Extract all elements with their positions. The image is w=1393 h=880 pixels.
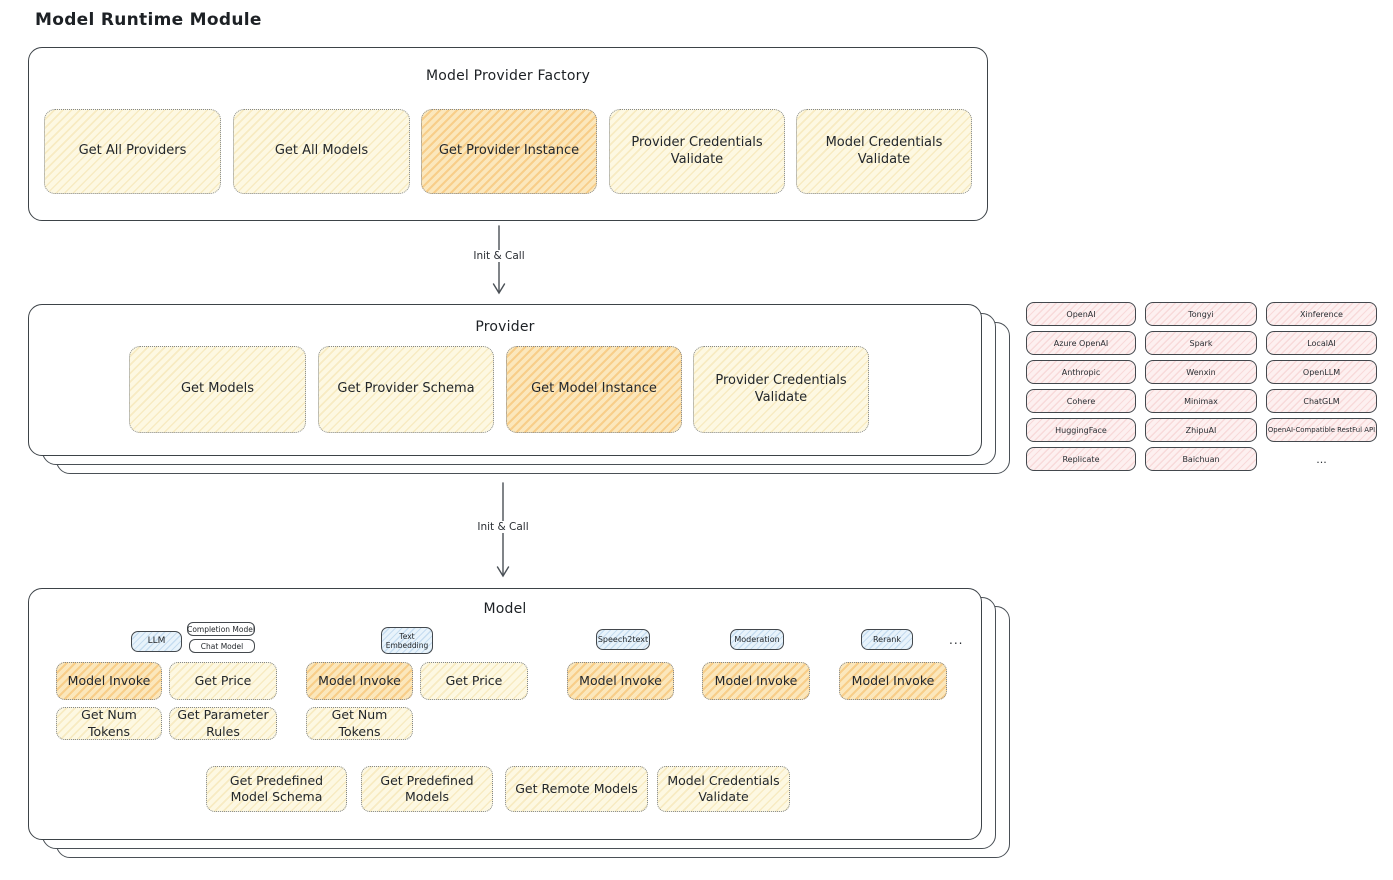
vendor-pill-baichuan: Baichuan bbox=[1145, 447, 1257, 471]
vendor-pill-openai-compatible-restful-api: OpenAI-Compatible RestFul API bbox=[1266, 418, 1377, 442]
model-box-embedding-model-invoke: Model Invoke bbox=[306, 662, 413, 700]
arrow-label-init-call-2: Init & Call bbox=[473, 521, 533, 533]
model-box-llm-get-price: Get Price bbox=[169, 662, 277, 700]
model-box-embedding-get-num-tokens: Get Num Tokens bbox=[306, 707, 413, 740]
tag-llm: LLM bbox=[131, 631, 182, 652]
tag-speech2text: Speech2text bbox=[596, 629, 650, 650]
model-box-embedding-get-price: Get Price bbox=[420, 662, 528, 700]
provider-box-provider-credentials-validate: Provider Credentials Validate bbox=[693, 346, 869, 433]
vendor-pill-zhipuai: ZhipuAI bbox=[1145, 418, 1257, 442]
provider-panel: Provider Get Models Get Provider Schema … bbox=[28, 304, 982, 456]
arrow-label-init-call-1: Init & Call bbox=[469, 250, 529, 262]
model-box-get-remote-models: Get Remote Models bbox=[505, 766, 648, 812]
vendor-pill-huggingface: HuggingFace bbox=[1026, 418, 1136, 442]
factory-box-provider-credentials-validate: Provider Credentials Validate bbox=[609, 109, 785, 194]
tag-rerank: Rerank bbox=[861, 629, 913, 650]
vendor-pill-spark: Spark bbox=[1145, 331, 1257, 355]
model-box-model-credentials-validate: Model Credentials Validate bbox=[657, 766, 790, 812]
vendor-pill-replicate: Replicate bbox=[1026, 447, 1136, 471]
factory-box-get-provider-instance: Get Provider Instance bbox=[421, 109, 597, 194]
model-box-llm-get-parameter-rules: Get Parameter Rules bbox=[169, 707, 277, 740]
factory-panel: Model Provider Factory Get All Providers… bbox=[28, 47, 988, 221]
model-box-llm-get-num-tokens: Get Num Tokens bbox=[56, 707, 162, 740]
vendor-pill-azure-openai: Azure OpenAI bbox=[1026, 331, 1136, 355]
vendor-pill-xinference: Xinference bbox=[1266, 302, 1377, 326]
tags-more-ellipsis: ... bbox=[949, 633, 964, 647]
vendor-grid: OpenAI Tongyi Xinference Azure OpenAI Sp… bbox=[1026, 302, 1378, 471]
page-title: Model Runtime Module bbox=[35, 10, 262, 30]
vendor-pill-tongyi: Tongyi bbox=[1145, 302, 1257, 326]
model-box-moderation-model-invoke: Model Invoke bbox=[702, 662, 810, 700]
tag-completion-model: Completion Model bbox=[187, 622, 255, 636]
model-box-get-predefined-model-schema: Get Predefined Model Schema bbox=[206, 766, 347, 812]
tag-text-embedding: Text Embedding bbox=[381, 627, 433, 654]
factory-box-get-all-providers: Get All Providers bbox=[44, 109, 221, 194]
vendor-pill-localai: LocalAI bbox=[1266, 331, 1377, 355]
model-panel: Model LLM Completion Model Chat Model Te… bbox=[28, 588, 982, 840]
vendor-pill-cohere: Cohere bbox=[1026, 389, 1136, 413]
model-title: Model bbox=[483, 601, 527, 617]
tag-chat-model: Chat Model bbox=[189, 639, 255, 653]
vendor-pill-minimax: Minimax bbox=[1145, 389, 1257, 413]
model-box-speech2text-model-invoke: Model Invoke bbox=[567, 662, 674, 700]
model-box-llm-model-invoke: Model Invoke bbox=[56, 662, 162, 700]
vendor-pill-chatglm: ChatGLM bbox=[1266, 389, 1377, 413]
vendor-more-ellipsis: ... bbox=[1316, 452, 1327, 466]
model-box-rerank-model-invoke: Model Invoke bbox=[839, 662, 947, 700]
tag-moderation: Moderation bbox=[730, 629, 784, 650]
vendor-pill-openllm: OpenLLM bbox=[1266, 360, 1377, 384]
provider-box-get-provider-schema: Get Provider Schema bbox=[318, 346, 494, 433]
vendor-pill-openai: OpenAI bbox=[1026, 302, 1136, 326]
vendor-pill-wenxin: Wenxin bbox=[1145, 360, 1257, 384]
vendor-pill-anthropic: Anthropic bbox=[1026, 360, 1136, 384]
factory-title: Model Provider Factory bbox=[425, 68, 591, 84]
provider-title: Provider bbox=[475, 319, 535, 335]
model-box-get-predefined-models: Get Predefined Models bbox=[361, 766, 493, 812]
provider-box-get-model-instance: Get Model Instance bbox=[506, 346, 682, 433]
factory-box-get-all-models: Get All Models bbox=[233, 109, 410, 194]
factory-box-model-credentials-validate: Model Credentials Validate bbox=[796, 109, 972, 194]
provider-box-get-models: Get Models bbox=[129, 346, 306, 433]
